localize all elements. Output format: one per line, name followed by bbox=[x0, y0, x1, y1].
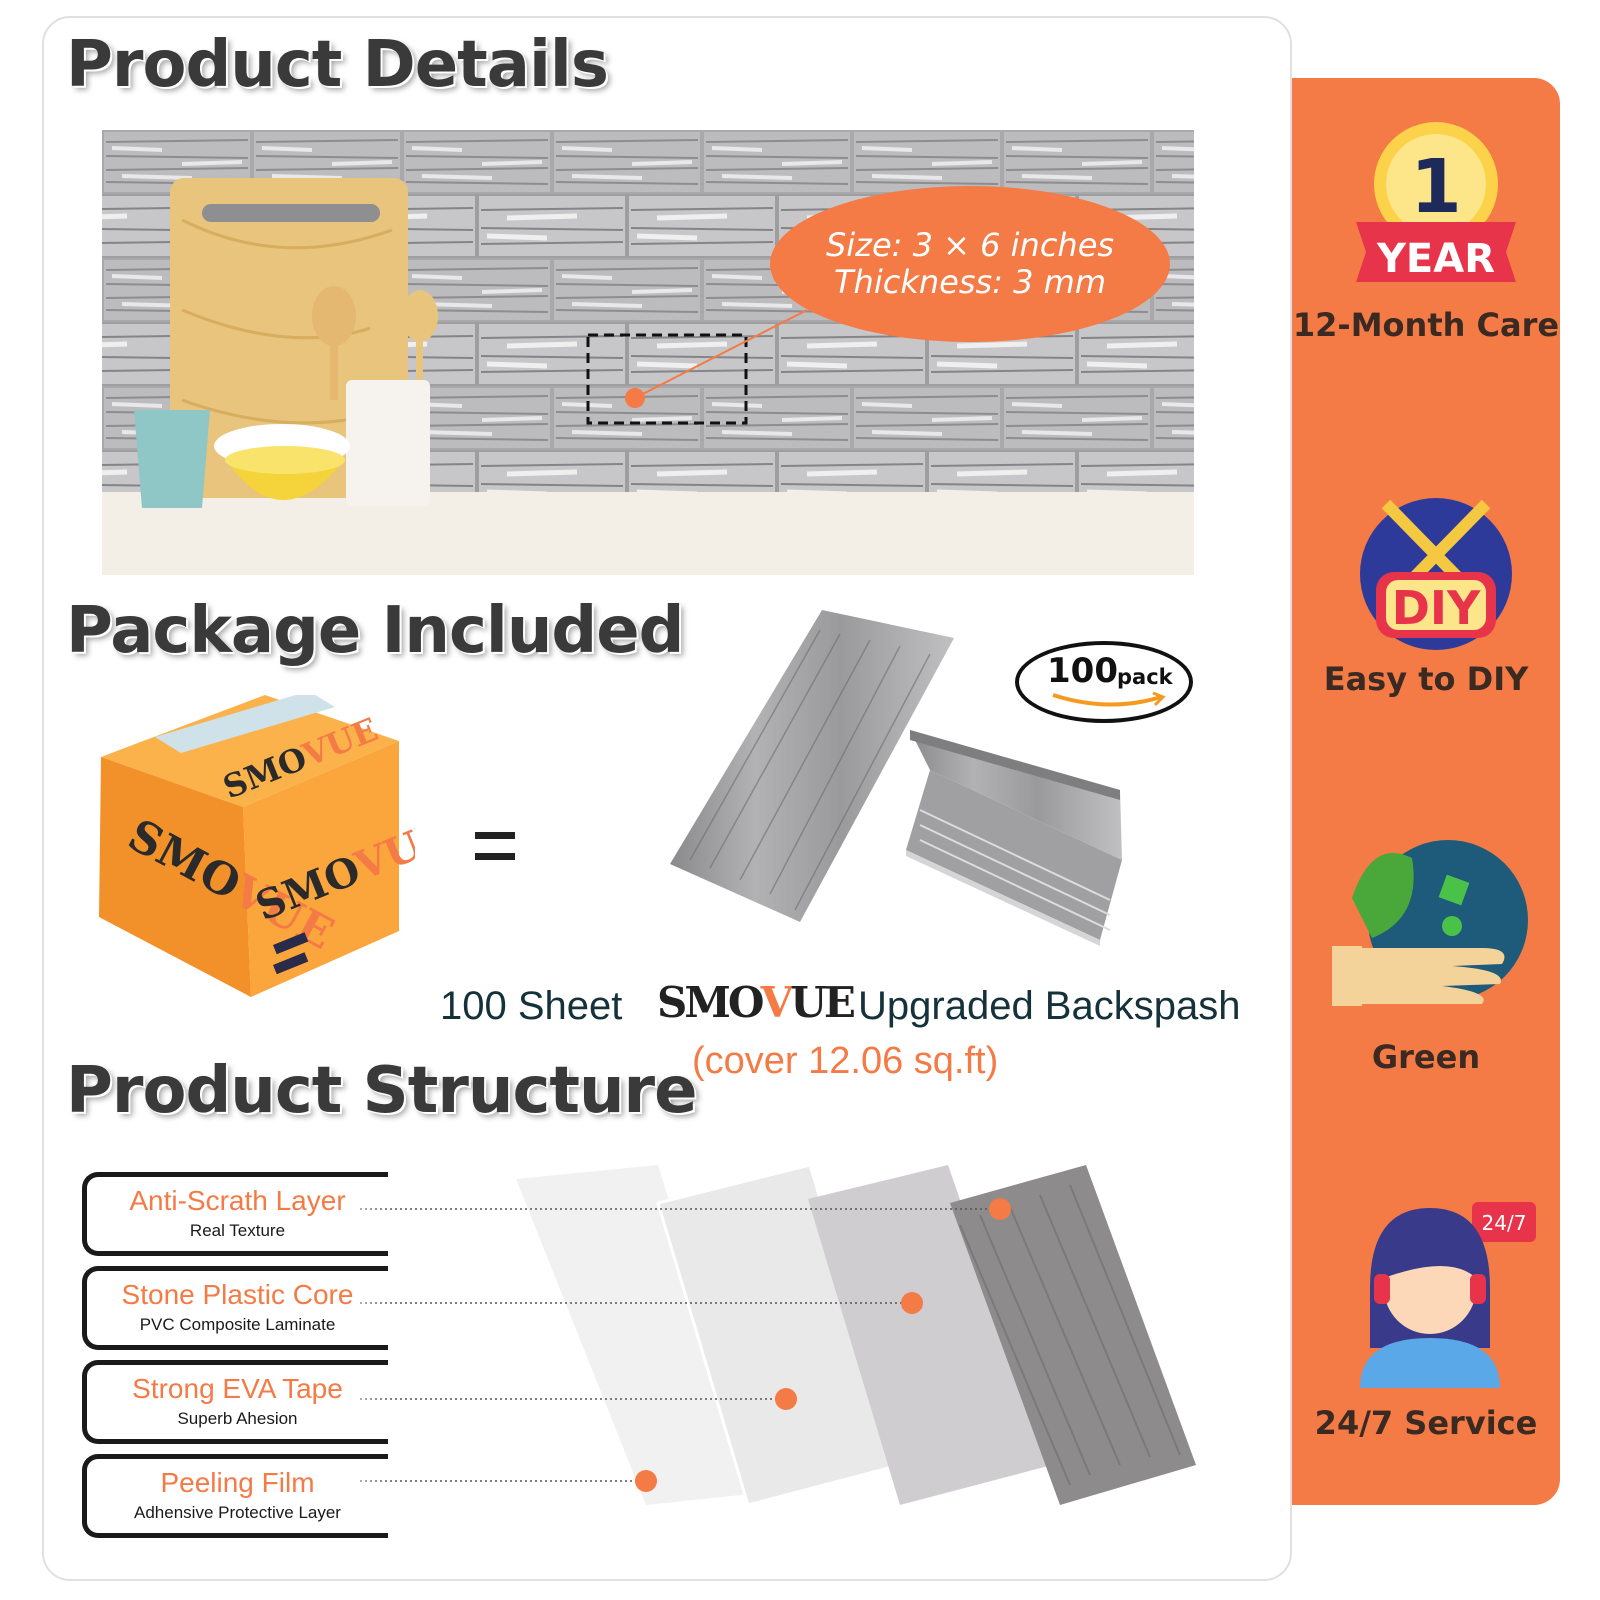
layer-title: Anti-Scrath Layer bbox=[129, 1185, 346, 1216]
svg-text:24/7: 24/7 bbox=[1482, 1211, 1527, 1235]
coverage-text: (cover 12.06 sq.ft) bbox=[692, 1040, 999, 1082]
layer-card-peeling-film: Peeling Film Adhensive Protective Layer bbox=[82, 1454, 388, 1538]
caption-product-name: Upgraded Backspash bbox=[858, 984, 1241, 1028]
product-details-heading: Product Details bbox=[66, 28, 609, 102]
one-year-warranty-icon: 1 YEAR bbox=[1356, 122, 1516, 282]
size-callout-bubble: Size: 3 × 6 inches Thickness: 3 mm bbox=[770, 186, 1170, 342]
layer-subtitle: Real Texture bbox=[189, 1221, 286, 1240]
layer-title: Peeling Film bbox=[160, 1467, 315, 1498]
smile-arrow-icon bbox=[1052, 691, 1166, 707]
diy-tools-icon: DIY bbox=[1360, 498, 1512, 650]
equals-sign bbox=[475, 832, 515, 864]
customer-service-icon: 24/7 bbox=[1360, 1202, 1536, 1388]
service-label: 24/7 Service bbox=[1314, 1404, 1538, 1442]
svg-text:1: 1 bbox=[1410, 144, 1462, 230]
thickness-text: Thickness: 3 mm bbox=[834, 263, 1106, 301]
green-eco-icon bbox=[1332, 840, 1528, 1006]
green-label: Green bbox=[1371, 1038, 1481, 1076]
tile-stack-image bbox=[670, 610, 1140, 960]
layer-subtitle: Adhensive Protective Layer bbox=[134, 1503, 341, 1522]
pack-word: pack bbox=[1117, 665, 1173, 689]
layer-title: Strong EVA Tape bbox=[132, 1373, 343, 1404]
warranty-label: 12-Month Care bbox=[1292, 306, 1560, 344]
layer-sheets-diagram bbox=[360, 1163, 1240, 1565]
brand-logo: SMOVUE bbox=[657, 978, 856, 1027]
shipping-box-image: SMOVUE SMOVUE SMOVUE bbox=[95, 691, 456, 1015]
package-included-heading: Package Included bbox=[66, 594, 684, 668]
diy-label: Easy to DIY bbox=[1323, 660, 1529, 698]
hundred-pack-badge: 100 pack bbox=[1015, 641, 1193, 723]
svg-text:YEAR: YEAR bbox=[1376, 236, 1495, 282]
layer-card-anti-scratch: Anti-Scrath Layer Real Texture bbox=[82, 1172, 388, 1256]
product-structure-heading: Product Structure bbox=[66, 1054, 697, 1128]
layer-card-stone-core: Stone Plastic Core PVC Composite Laminat… bbox=[82, 1266, 388, 1350]
size-text: Size: 3 × 6 inches bbox=[825, 226, 1115, 265]
caption-sheet-count: 100 Sheet bbox=[440, 984, 623, 1028]
layer-subtitle: PVC Composite Laminate bbox=[139, 1315, 336, 1334]
features-sidebar: 1 YEAR 12-Month Care DIY Easy to DIY Gre… bbox=[1292, 78, 1560, 1505]
pack-count: 100 bbox=[1047, 651, 1118, 691]
layer-card-eva-tape: Strong EVA Tape Superb Ahesion bbox=[82, 1360, 388, 1444]
layer-title: Stone Plastic Core bbox=[121, 1279, 354, 1310]
svg-text:DIY: DIY bbox=[1392, 581, 1481, 635]
layer-subtitle: Superb Ahesion bbox=[177, 1409, 298, 1428]
